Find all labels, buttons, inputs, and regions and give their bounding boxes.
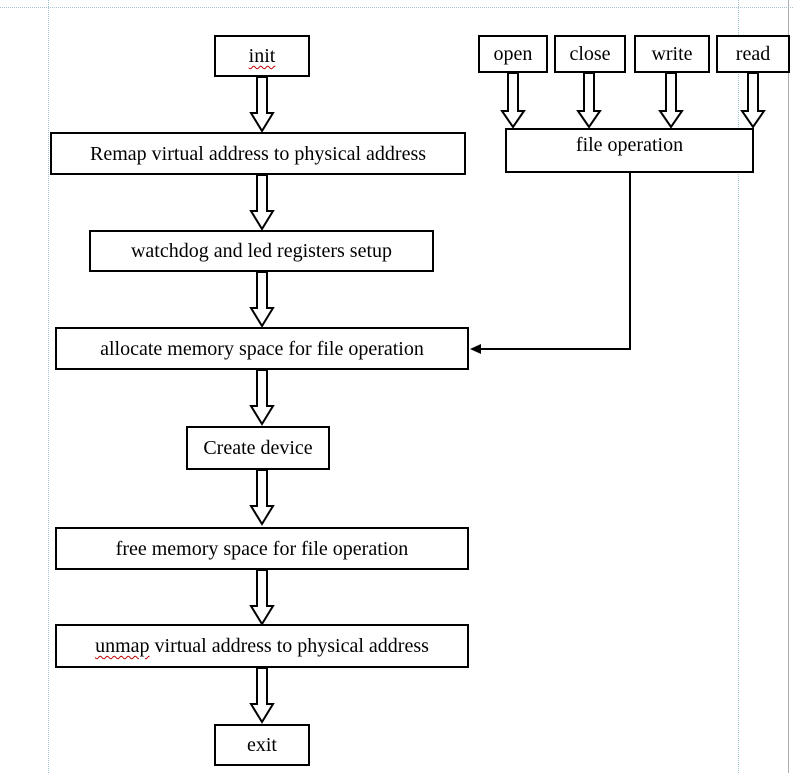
file-operation-label: file operation: [575, 134, 684, 156]
margin-guide-left: [48, 0, 49, 773]
remap-box: Remap virtual address to physical addres…: [50, 132, 466, 175]
free-box: free memory space for file operation: [55, 527, 469, 570]
margin-guide-right: [738, 0, 739, 773]
create-device-label: Create device: [203, 437, 313, 459]
free-label: free memory space for file operation: [115, 537, 409, 560]
margin-guide-top: [0, 7, 793, 8]
open-label: open: [493, 43, 533, 65]
arrow-alloc-to-create: [250, 369, 274, 425]
arrow-free-to-unmap: [250, 569, 274, 625]
unmap-word: unmap: [95, 635, 150, 657]
init-label: init: [248, 45, 276, 67]
regsetup-box: watchdog and led registers setup: [89, 230, 434, 272]
read-box: read: [716, 35, 790, 73]
file-operation-box: file operation: [505, 128, 754, 173]
arrow-init-to-remap: [250, 76, 274, 132]
arrow-remap-to-regsetup: [250, 174, 274, 230]
write-label: write: [651, 43, 693, 65]
regsetup-label: watchdog and led registers setup: [130, 240, 393, 262]
unmap-label: unmap virtual address to physical addres…: [95, 636, 429, 656]
page-edge-right: [788, 0, 789, 773]
exit-label: exit: [247, 734, 277, 756]
arrow-regsetup-to-alloc: [250, 271, 274, 327]
unmap-rest: virtual address to physical address: [149, 635, 429, 657]
close-label: close: [569, 43, 611, 65]
arrow-unmap-to-exit: [250, 667, 274, 723]
open-box: open: [478, 35, 548, 73]
close-box: close: [554, 35, 626, 73]
read-label: read: [735, 43, 771, 65]
arrow-create-to-free: [250, 469, 274, 525]
arrow-close-to-file-operation: [577, 72, 601, 128]
arrow-open-to-file-operation: [501, 72, 525, 128]
unmap-box: unmap virtual address to physical addres…: [55, 624, 469, 668]
arrow-read-to-file-operation: [741, 72, 765, 128]
connector-file-operation-to-alloc: [470, 172, 631, 354]
alloc-label: allocate memory space for file operation: [100, 337, 424, 360]
arrow-write-to-file-operation: [659, 72, 683, 128]
remap-label: Remap virtual address to physical addres…: [89, 142, 427, 165]
init-box: init: [214, 35, 310, 77]
write-box: write: [634, 35, 710, 73]
create-device-box: Create device: [186, 426, 330, 470]
alloc-box: allocate memory space for file operation: [55, 327, 469, 370]
exit-box: exit: [214, 724, 310, 766]
